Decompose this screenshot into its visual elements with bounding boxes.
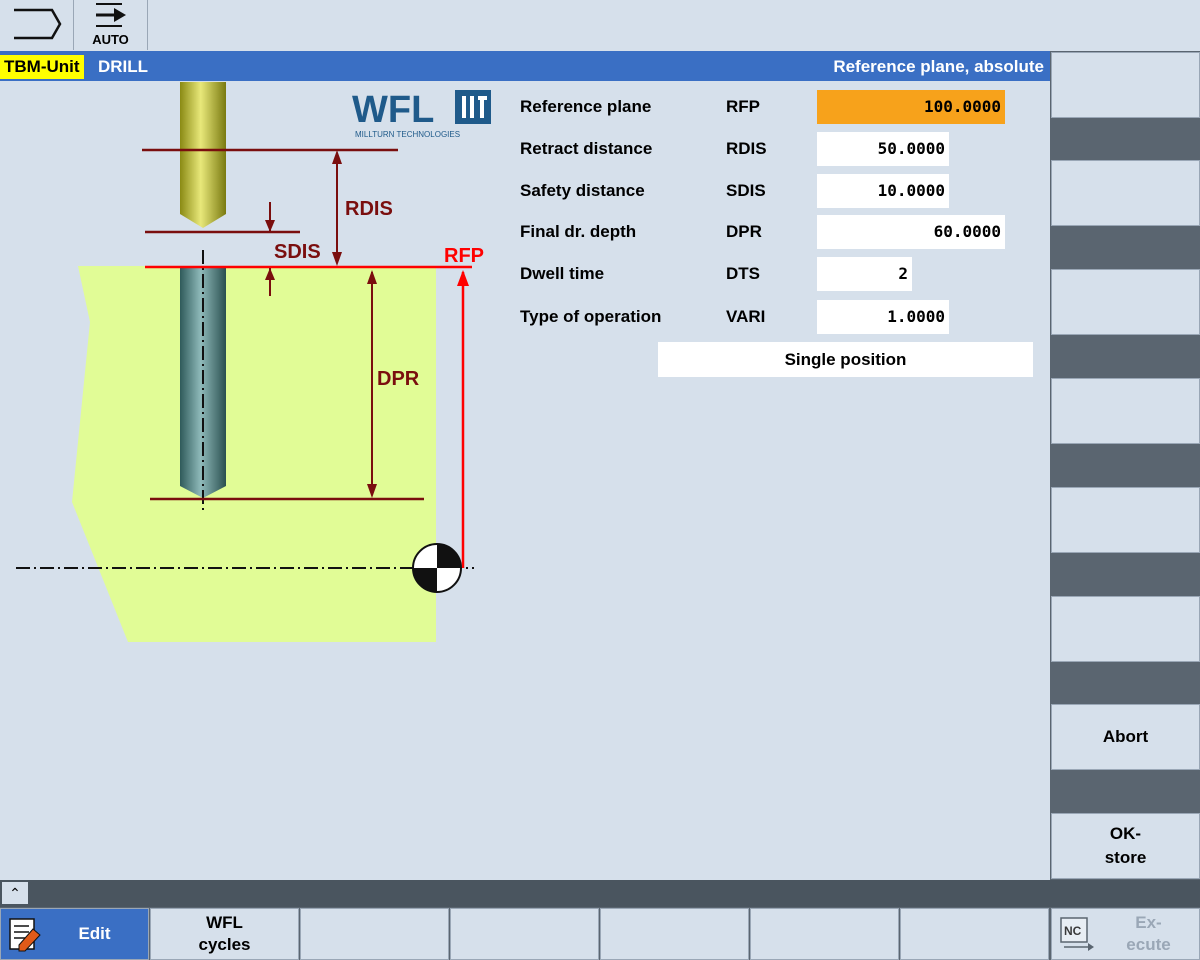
vari-input[interactable]: 1.0000 (817, 300, 949, 334)
unit-label: TBM-Unit (0, 55, 84, 79)
param-code: DPR (726, 222, 762, 241)
top-bar: AUTO (0, 0, 1200, 50)
nc-icon: NC (1060, 917, 1094, 951)
status-bar: ⌃ (0, 880, 1200, 907)
program-label: DRILL (98, 57, 149, 76)
logo-text: WFL (352, 89, 434, 131)
logo-subtitle: MILLTURN TECHNOLOGIES (355, 130, 460, 139)
param-row-rfp: Reference plane RFP 100.0000 (520, 90, 1040, 124)
hsoftkey-4[interactable] (450, 908, 599, 960)
param-row-dpr: Final dr. depth DPR 60.0000 (520, 215, 1040, 249)
chevron-up-icon[interactable]: ⌃ (2, 882, 28, 904)
param-row-rdis: Retract distance RDIS 50.0000 (520, 132, 1040, 166)
rdis-label: RDIS (345, 198, 393, 220)
auto-mode-button[interactable]: AUTO (74, 0, 148, 50)
rfp-label: RFP (444, 245, 484, 267)
drill-diagram: RDIS SDIS RFP DPR WFL MILLTURN TECHNOLOG… (16, 82, 491, 642)
field-hint: Reference plane, absolute (833, 57, 1044, 76)
title-bar: TBM-Unit DRILL Reference plane, absolute (0, 51, 1050, 81)
operation-select[interactable]: Single position (658, 342, 1033, 377)
abort-label: Abort (1102, 727, 1149, 746)
abort-button[interactable]: Abort (1051, 704, 1200, 770)
main-area: RDIS SDIS RFP DPR WFL MILLTURN TECHNOLOG… (0, 82, 1050, 879)
vertical-softkeys: Abort OK- store (1050, 51, 1200, 880)
param-name: Final dr. depth (520, 222, 637, 241)
nc-text: NC (1064, 924, 1082, 938)
sdis-label: SDIS (274, 241, 321, 263)
auto-label: AUTO (92, 32, 129, 47)
param-row-vari: Type of operation VARI 1.0000 (520, 300, 1040, 334)
sdis-input[interactable]: 10.0000 (817, 174, 949, 208)
param-code: RDIS (726, 139, 767, 158)
arrow-right-icon (96, 3, 126, 27)
param-code: RFP (726, 97, 760, 116)
softkey-4[interactable] (1051, 378, 1200, 444)
return-icon (14, 8, 62, 40)
execute-button[interactable]: NC Ex- ecute (1051, 908, 1200, 960)
origin-icon (412, 543, 462, 593)
param-row-sdis: Safety distance SDIS 10.0000 (520, 174, 1040, 208)
hsoftkey-3[interactable] (300, 908, 449, 960)
param-code: SDIS (726, 181, 766, 200)
wfl-label-2: cycles (198, 935, 251, 954)
hsoftkey-6[interactable] (750, 908, 899, 960)
execute-label-1: Ex- (1135, 913, 1162, 932)
dts-input[interactable]: 2 (817, 257, 912, 291)
edit-icon (9, 918, 41, 952)
return-button[interactable] (0, 0, 74, 50)
rdis-input[interactable]: 50.0000 (817, 132, 949, 166)
param-name: Dwell time (520, 264, 605, 283)
drill-tool (180, 82, 226, 214)
hsoftkey-7[interactable] (900, 908, 1049, 960)
param-row-dts: Dwell time DTS 2 (520, 257, 1040, 291)
rfp-input[interactable]: 100.0000 (817, 90, 1005, 124)
dpr-input[interactable]: 60.0000 (817, 215, 1005, 249)
dpr-label: DPR (377, 368, 420, 390)
param-code: DTS (726, 264, 760, 283)
ok-store-button[interactable]: OK- store (1051, 813, 1200, 879)
edit-button[interactable]: Edit (0, 908, 149, 960)
wfl-cycles-button[interactable]: WFL cycles (150, 908, 299, 960)
param-name: Type of operation (520, 307, 662, 326)
softkey-2[interactable] (1051, 160, 1200, 226)
horizontal-softkeys: Edit WFL cycles NC Ex- ecute (0, 907, 1200, 960)
param-code: VARI (726, 307, 766, 326)
wfl-logo: WFL MILLTURN TECHNOLOGIES (352, 89, 491, 139)
ok-label-2: store (1104, 848, 1147, 867)
param-name: Retract distance (520, 139, 653, 158)
wfl-label-1: WFL (206, 913, 243, 932)
param-name: Reference plane (520, 97, 652, 116)
softkey-6[interactable] (1051, 596, 1200, 662)
ok-label-1: OK- (1109, 824, 1142, 843)
softkey-3[interactable] (1051, 269, 1200, 335)
workpiece (72, 266, 436, 642)
edit-label: Edit (78, 924, 111, 943)
param-name: Safety distance (520, 181, 645, 200)
softkey-5[interactable] (1051, 487, 1200, 553)
execute-label-2: ecute (1126, 935, 1171, 954)
hsoftkey-5[interactable] (600, 908, 749, 960)
softkey-1[interactable] (1051, 52, 1200, 118)
